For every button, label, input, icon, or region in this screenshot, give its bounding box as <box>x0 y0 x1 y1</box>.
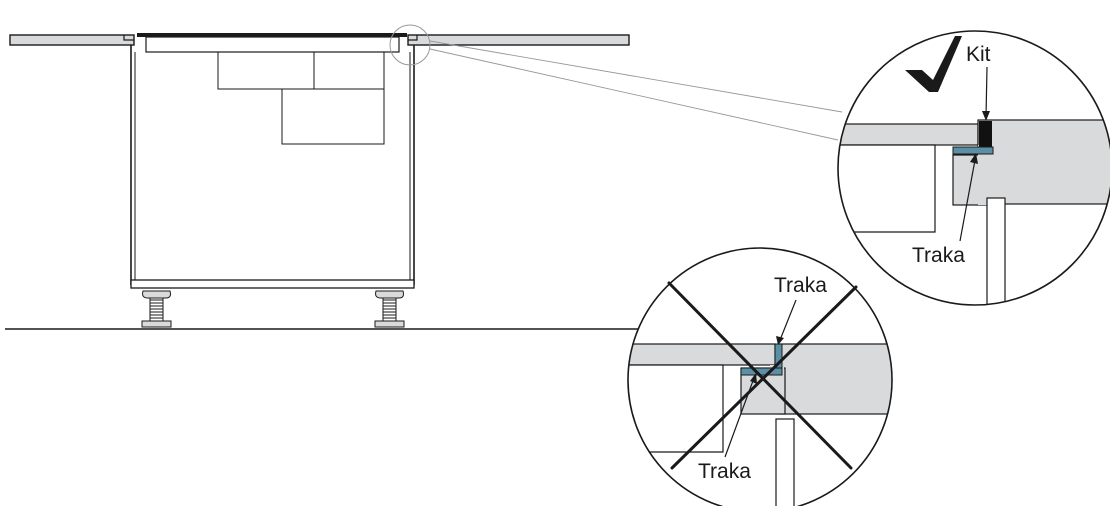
kit-arrowhead <box>982 111 990 121</box>
label-traka-correct: Traka <box>912 244 965 267</box>
worktop-left-step <box>123 35 134 41</box>
cabinet-base <box>130 279 415 289</box>
sealing-tape <box>952 146 994 155</box>
traka-bottom-leader <box>724 377 755 458</box>
internal-box-2 <box>313 51 385 90</box>
detail-marker-circle <box>389 24 431 66</box>
foot-left <box>141 290 172 328</box>
detail-wrong-worktop <box>779 343 892 415</box>
traka-correct-arrowhead <box>970 153 978 164</box>
detail-correct-circle <box>837 30 1110 306</box>
detail-wrong: Traka Traka <box>627 247 893 506</box>
detail-leader-lower <box>429 48 839 141</box>
detail-leader-upper <box>429 40 843 113</box>
detail-correct-cabinet-side <box>986 197 1006 305</box>
detail-correct-worktop <box>977 119 1110 205</box>
detail-correct: Kit Traka <box>837 30 1110 306</box>
check-mark-icon <box>905 36 962 92</box>
detail-wrong-circle <box>627 247 893 506</box>
detail-wrong-hob-glass <box>628 343 776 366</box>
sealant-kit <box>979 121 992 147</box>
hob-glass <box>137 33 407 37</box>
foot-right <box>374 290 405 328</box>
traka-bottom-arrowhead <box>750 373 757 384</box>
label-kit: Kit <box>966 43 991 66</box>
detail-wrong-hob-body <box>628 364 724 453</box>
internal-box-3 <box>281 88 385 145</box>
label-traka-wrong-top: Traka <box>774 274 827 297</box>
worktop-right <box>407 34 630 46</box>
cabinet-view <box>5 24 843 330</box>
hob-body <box>145 36 400 53</box>
internal-box-1 <box>217 51 315 90</box>
worktop-right-step <box>408 35 418 41</box>
label-traka-wrong-bottom: Traka <box>698 460 751 483</box>
x-cross-icon <box>667 281 858 470</box>
detail-wrong-cabinet-side <box>775 418 795 506</box>
traka-top-leader <box>779 299 797 341</box>
detail-correct-hob-body <box>838 144 936 233</box>
wrong-tape-horizontal <box>740 367 783 376</box>
kit-leader <box>985 66 988 118</box>
traka-top-arrowhead <box>776 336 784 345</box>
traka-correct-leader <box>959 159 976 242</box>
worktop-left <box>9 34 135 46</box>
